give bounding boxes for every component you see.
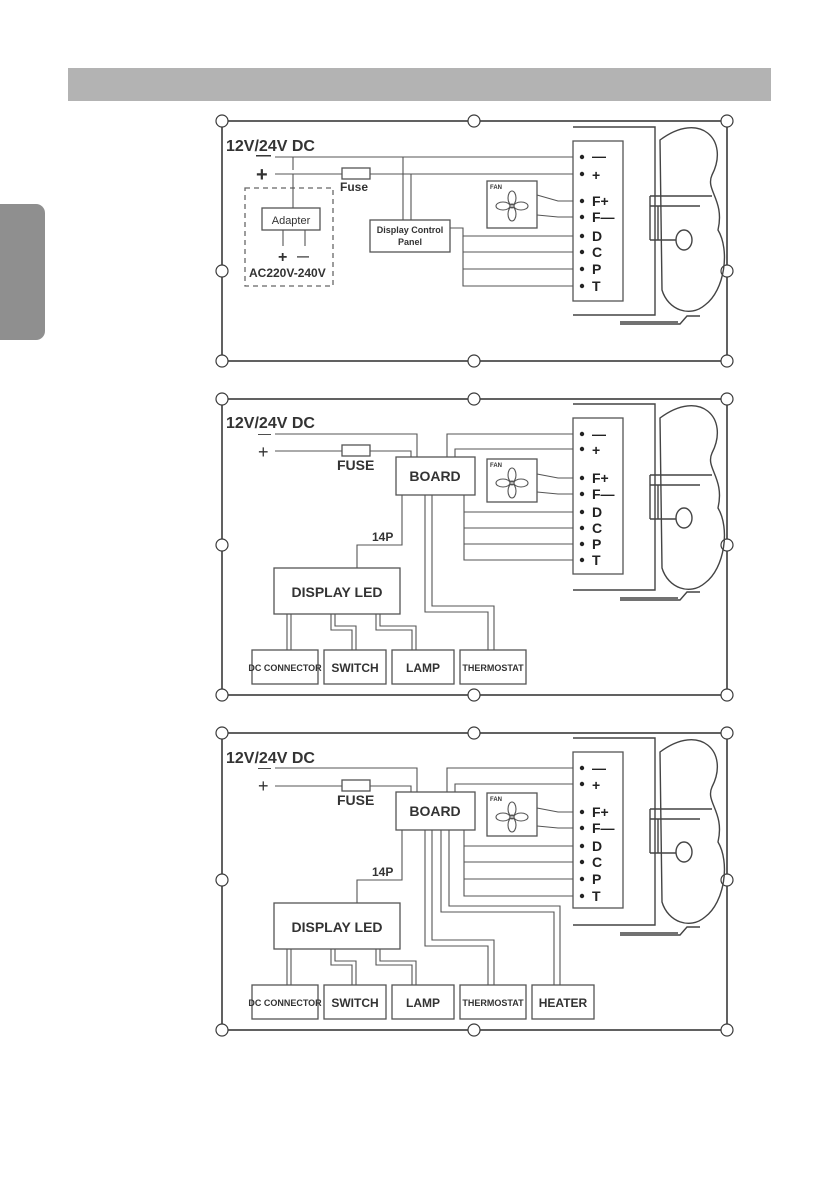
svg-text:C: C [592,244,602,260]
fuse-symbol [342,168,370,179]
display-label: DISPLAY LED [291,584,382,600]
diagram-2: 12V/24V DC — + FUSE BOARD 14P DISPLAY LE… [216,393,733,701]
svg-text:F+: F+ [592,470,609,486]
svg-text:—: — [592,148,606,164]
svg-text:F+: F+ [592,804,609,820]
fuse-label: FUSE [337,792,374,808]
svg-text:C: C [592,854,602,870]
svg-text:D: D [592,228,602,244]
svg-text:T: T [592,278,601,294]
svg-text:F—: F— [592,209,615,225]
diagram-1: 12V/24V DC — + Fuse Adapter + — AC220V-2… [216,115,733,367]
fan-label: FAN [490,797,502,803]
board-label: BOARD [409,803,460,819]
fan-label: FAN [490,463,502,469]
svg-text:—: — [592,426,606,442]
supply-plus: + [258,442,269,462]
svg-text:HEATER: HEATER [539,996,588,1010]
supply-minus: — [256,147,271,164]
fuse-label: FUSE [337,457,374,473]
adapter-minus: — [297,249,309,263]
fan-label: FAN [490,185,502,191]
svg-text:LAMP: LAMP [406,996,440,1010]
svg-text:+: + [592,167,600,183]
ac-label: AC220V-240V [249,266,326,280]
svg-text:THERMOSTAT: THERMOSTAT [462,998,524,1008]
svg-text:T: T [592,552,601,568]
svg-text:+: + [592,777,600,793]
fuse-label: Fuse [340,180,368,194]
svg-text:P: P [592,261,601,277]
svg-text:P: P [592,871,601,887]
svg-text:C: C [592,520,602,536]
svg-text:+: + [592,442,600,458]
supply-minus: — [258,426,271,441]
module-row-2: DC CONNECTOR SWITCH LAMP THERMOSTAT [248,650,526,684]
svg-text:SWITCH: SWITCH [331,996,378,1010]
svg-text:THERMOSTAT: THERMOSTAT [462,663,524,673]
module-row-3: DC CONNECTOR SWITCH LAMP THERMOSTAT HEAT… [248,985,594,1019]
supply-plus: + [258,776,269,796]
adapter-label: Adapter [272,215,311,227]
display-label: DISPLAY LED [291,919,382,935]
panel-label-2: Panel [398,237,422,247]
svg-text:DC CONNECTOR: DC CONNECTOR [248,998,322,1008]
svg-text:—: — [592,760,606,776]
connector-label: 14P [372,530,393,544]
diagram-3: 12V/24V DC — + FUSE BOARD 14P DISPLAY LE… [216,727,733,1036]
fuse-symbol [342,780,370,791]
svg-text:F—: F— [592,820,615,836]
svg-text:SWITCH: SWITCH [331,661,378,675]
fuse-symbol [342,445,370,456]
svg-text:LAMP: LAMP [406,661,440,675]
svg-text:F—: F— [592,486,615,502]
svg-text:D: D [592,838,602,854]
board-label: BOARD [409,468,460,484]
svg-text:DC CONNECTOR: DC CONNECTOR [248,663,322,673]
supply-minus: — [258,760,271,775]
svg-text:P: P [592,536,601,552]
panel-label-1: Display Control [377,225,444,235]
adapter-plus: + [278,249,287,266]
svg-text:F+: F+ [592,193,609,209]
svg-text:D: D [592,504,602,520]
supply-plus: + [256,164,268,186]
svg-text:T: T [592,888,601,904]
connector-label: 14P [372,865,393,879]
